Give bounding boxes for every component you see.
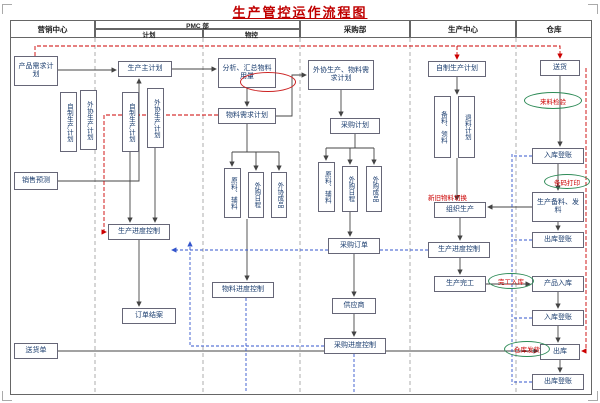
node-outsource-plan-marketing[interactable]: 外协生产计划 <box>80 90 97 150</box>
node-raw-aux-material-mc[interactable]: 原料、辅料 <box>224 168 241 218</box>
node-delivery[interactable]: 送货 <box>540 60 580 76</box>
node-material-progress-control[interactable]: 物料进度控制 <box>212 282 274 298</box>
node-production-complete[interactable]: 生产完工 <box>434 276 486 292</box>
node-outsource-material-req-plan[interactable]: 外协生产、物料需求计划 <box>308 60 374 90</box>
node-outsource-finished-mc[interactable]: 外协成品 <box>271 172 287 218</box>
node-outsource-schedule-mc[interactable]: 外购日程 <box>248 172 264 218</box>
diagram-border <box>10 20 592 395</box>
node-outsource-production-plan[interactable]: 外协生产计划 <box>147 88 164 148</box>
node-product-storage[interactable]: 产品入库 <box>532 276 584 292</box>
node-material-requirement-plan[interactable]: 物料需求计划 <box>218 108 276 124</box>
node-supplier[interactable]: 供应商 <box>332 298 376 314</box>
annotation-complete-storage[interactable]: 完工入库 <box>488 273 534 289</box>
node-organize-production[interactable]: 组织生产 <box>434 202 486 218</box>
node-order-closure[interactable]: 订单结案 <box>122 308 176 324</box>
node-material-prepare[interactable]: 备料、领料 <box>434 96 451 158</box>
node-warehouse-exit-1[interactable]: 出库登账 <box>532 232 584 248</box>
node-product-demand-plan[interactable]: 产品需求计划 <box>14 56 58 86</box>
lane-header-plan[interactable]: 计划 <box>95 29 203 39</box>
annotation-warehouse-ship[interactable]: 仓库发货 <box>504 341 550 357</box>
lane-header-warehouse[interactable]: 仓库 <box>516 20 592 38</box>
node-production-material-issue[interactable]: 生产备料、发料 <box>532 192 584 222</box>
lane-header-production[interactable]: 生产中心 <box>410 20 516 38</box>
node-outsource-finished-pur[interactable]: 外购成品 <box>366 166 382 212</box>
lane-header-marketing[interactable]: 营销中心 <box>10 20 95 38</box>
annotation-material-switch[interactable]: 新旧物料切换 <box>428 195 467 202</box>
lane-header-purchasing[interactable]: 采购部 <box>300 20 410 38</box>
node-self-production-plan[interactable]: 自制生产计划 <box>122 92 139 152</box>
annotation-incoming-inspection[interactable]: 来料检验 <box>524 92 582 109</box>
lane-header-pmc[interactable]: PMC 部 <box>95 20 300 30</box>
node-self-plan-marketing[interactable]: 自制生产计划 <box>60 92 77 152</box>
node-outsource-schedule-pur[interactable]: 外购日程 <box>342 166 358 212</box>
node-production-progress-control-plan[interactable]: 生产进度控制 <box>108 224 170 240</box>
crop-mark-bottom-left <box>2 391 12 401</box>
crop-mark-top-left <box>2 4 12 14</box>
node-self-production-plan-pc[interactable]: 自制生产计划 <box>428 61 486 77</box>
diagram-title: 生产管控运作流程图 <box>232 5 368 20</box>
node-warehouse-entry-1[interactable]: 入库登账 <box>532 148 584 164</box>
node-delivery-note[interactable]: 送货单 <box>14 343 58 359</box>
annotation-barcode-print[interactable]: 条码打印 <box>544 174 590 189</box>
node-warehouse-exit-2[interactable]: 出库登账 <box>532 374 584 390</box>
red-highlight-ellipse[interactable] <box>240 72 296 92</box>
node-return-material-plan[interactable]: 退料计划 <box>458 96 475 158</box>
lane-header-material-control[interactable]: 物控 <box>203 29 300 39</box>
node-master-production-plan[interactable]: 生产主计划 <box>118 61 172 77</box>
node-production-progress-control-pc[interactable]: 生产进度控制 <box>428 242 490 258</box>
crop-mark-bottom-right <box>588 391 598 401</box>
node-sales-forecast[interactable]: 销售预测 <box>14 172 58 190</box>
node-purchase-progress-control[interactable]: 采购进度控制 <box>324 338 386 354</box>
node-purchase-plan[interactable]: 采购计划 <box>330 118 380 134</box>
node-warehouse-entry-2[interactable]: 入库登账 <box>532 310 584 326</box>
node-raw-aux-material-pur[interactable]: 原料、辅料 <box>318 162 335 212</box>
crop-mark-top-right <box>588 4 598 14</box>
node-purchase-order[interactable]: 采购订单 <box>328 238 380 254</box>
